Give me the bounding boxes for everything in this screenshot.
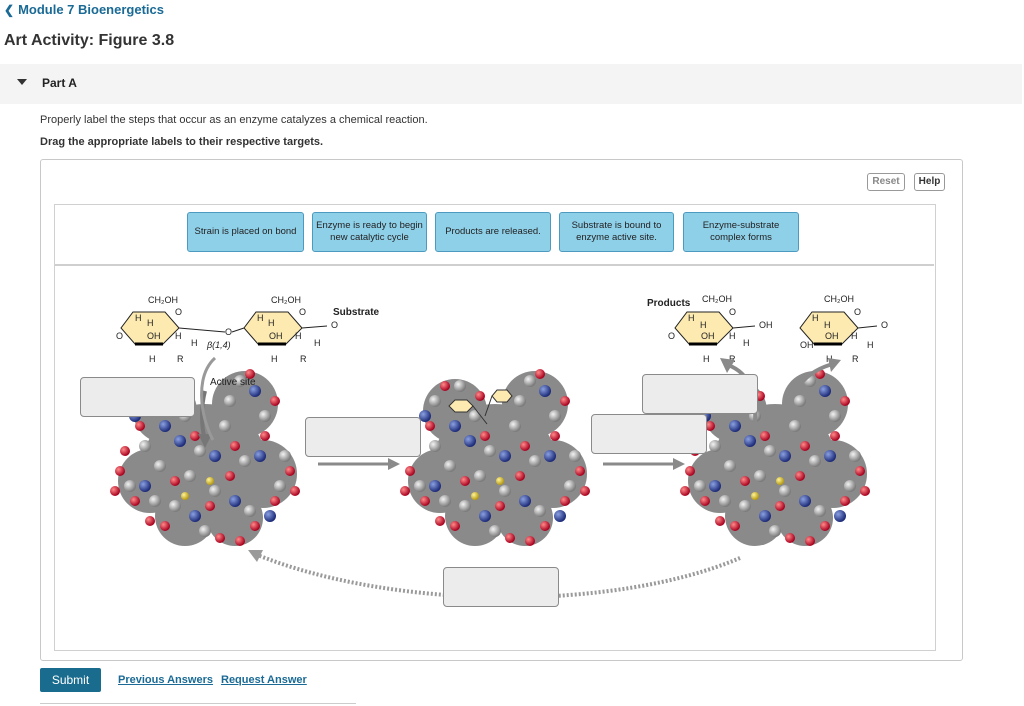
drop-target[interactable]: [591, 414, 707, 454]
reset-button[interactable]: Reset: [867, 173, 905, 191]
products-label: Products: [647, 298, 691, 309]
bond-label: β(1,4): [206, 340, 231, 350]
part-label: Part A: [42, 76, 77, 90]
formula-label: H: [295, 331, 302, 341]
formula-label: H: [743, 338, 750, 348]
label-chip[interactable]: Enzyme is ready to begin new catalytic c…: [312, 212, 427, 252]
divider: [40, 703, 356, 704]
formula-label: O: [854, 307, 861, 317]
formula-label: H: [271, 354, 278, 364]
request-answer-link[interactable]: Request Answer: [221, 674, 307, 686]
formula-label: H: [135, 313, 142, 323]
formula-label: OH: [800, 340, 814, 350]
formula-label: H: [175, 331, 182, 341]
substrate-arrow: [200, 356, 217, 441]
formula-label: O: [299, 307, 306, 317]
formula-label: O: [175, 307, 182, 317]
label-chip[interactable]: Enzyme-substrate complex forms: [683, 212, 799, 252]
formula-label: O: [331, 320, 338, 330]
page-title: Art Activity: Figure 3.8: [4, 32, 175, 49]
bound-substrate: [448, 389, 513, 425]
formula-label: OH: [147, 331, 161, 341]
substrate-molecule: CH₂OH CH₂OH O O H H OH O H H H R O H H O…: [116, 295, 380, 364]
formula-label: R: [300, 354, 307, 364]
formula-label: H: [149, 354, 156, 364]
products-molecules: Products CH₂OH CH₂OH O O H H OH O H H H …: [647, 294, 888, 364]
enzyme-diagram: CH₂OH CH₂OH O O H H OH O H H H R O H H O…: [110, 294, 888, 600]
back-link-label: Module 7 Bioenergetics: [18, 2, 164, 17]
formula-label: R: [729, 354, 736, 364]
formula-label: OH: [701, 331, 715, 341]
label-chip[interactable]: Strain is placed on bond: [187, 212, 304, 252]
part-header[interactable]: Part A: [0, 64, 1022, 104]
formula-label: H: [191, 338, 198, 348]
label-chip[interactable]: Products are released.: [435, 212, 551, 252]
formula-label: H: [688, 313, 695, 323]
active-site-label: Active site: [210, 377, 256, 388]
release-arrow: [781, 362, 834, 427]
formula-label: O: [225, 327, 232, 337]
formula-label: R: [177, 354, 184, 364]
drop-target[interactable]: [305, 417, 421, 457]
instruction-text: Properly label the steps that occur as a…: [40, 114, 428, 126]
submit-button[interactable]: Submit: [40, 668, 101, 692]
formula-label: OH: [825, 331, 839, 341]
label-chip[interactable]: Substrate is bound to enzyme active site…: [559, 212, 674, 252]
formula-label: CH₂OH: [148, 295, 178, 305]
formula-label: H: [703, 354, 710, 364]
formula-label: H: [314, 338, 321, 348]
formula-label: CH₂OH: [271, 295, 301, 305]
instruction-bold: Drag the appropriate labels to their res…: [40, 136, 324, 148]
formula-label: CH₂OH: [702, 294, 732, 304]
help-button[interactable]: Help: [914, 173, 945, 191]
formula-label: H: [147, 318, 154, 328]
back-link[interactable]: ❮Module 7 Bioenergetics: [4, 2, 164, 17]
drop-target[interactable]: [80, 377, 195, 417]
formula-label: H: [867, 340, 874, 350]
formula-label: O: [729, 307, 736, 317]
chevron-left-icon: ❮: [4, 3, 15, 17]
formula-label: H: [812, 313, 819, 323]
formula-label: H: [851, 331, 858, 341]
drop-target[interactable]: [642, 374, 758, 414]
previous-answers-link[interactable]: Previous Answers: [118, 674, 213, 686]
formula-label: OH: [759, 320, 773, 330]
formula-label: OH: [269, 331, 283, 341]
formula-label: H: [700, 320, 707, 330]
formula-label: R: [852, 354, 859, 364]
formula-label: H: [824, 320, 831, 330]
drop-target[interactable]: [443, 567, 559, 607]
substrate-label: Substrate: [333, 307, 380, 318]
formula-label: O: [668, 331, 675, 341]
formula-label: H: [268, 318, 275, 328]
formula-label: O: [881, 320, 888, 330]
formula-label: H: [257, 313, 264, 323]
formula-label: H: [729, 331, 736, 341]
caret-down-icon: [17, 79, 27, 85]
formula-label: O: [116, 331, 123, 341]
formula-label: CH₂OH: [824, 294, 854, 304]
